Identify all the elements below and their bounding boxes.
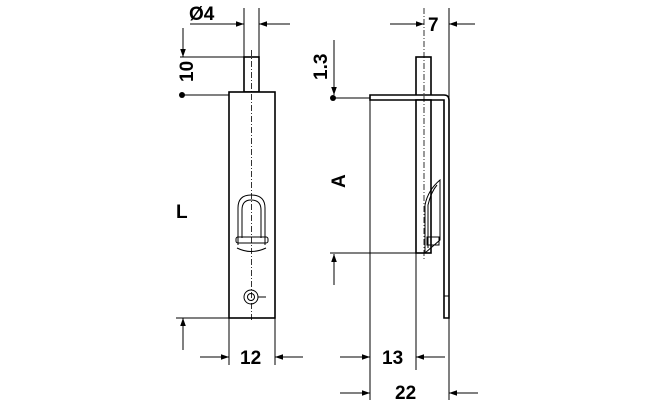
bolt-body [228,91,276,319]
dim-offset-top-label: 7 [428,15,439,36]
dim-width-label: 12 [240,348,261,369]
dim-total-label: 22 [395,383,416,400]
dim-length-label: L [176,202,188,223]
bracket-plate [369,94,450,319]
side-bolt-rod [415,56,432,101]
screw-hole [243,289,266,305]
side-bolt-body [415,99,432,254]
dim-depth-label: 13 [382,348,403,369]
front-view: Ø4 10 L 12 [176,4,303,369]
dim-plate-label: 1.3 [311,54,332,80]
dim-diameter-label: Ø4 [189,4,215,25]
dim-A-label: A [329,174,350,188]
dim-rod-length-label: 10 [177,61,198,82]
side-view: 7 1.3 A 13 22 [311,8,478,400]
side-reference-dot [330,95,336,101]
bolt-knob [235,194,269,252]
reference-dot [179,92,185,98]
